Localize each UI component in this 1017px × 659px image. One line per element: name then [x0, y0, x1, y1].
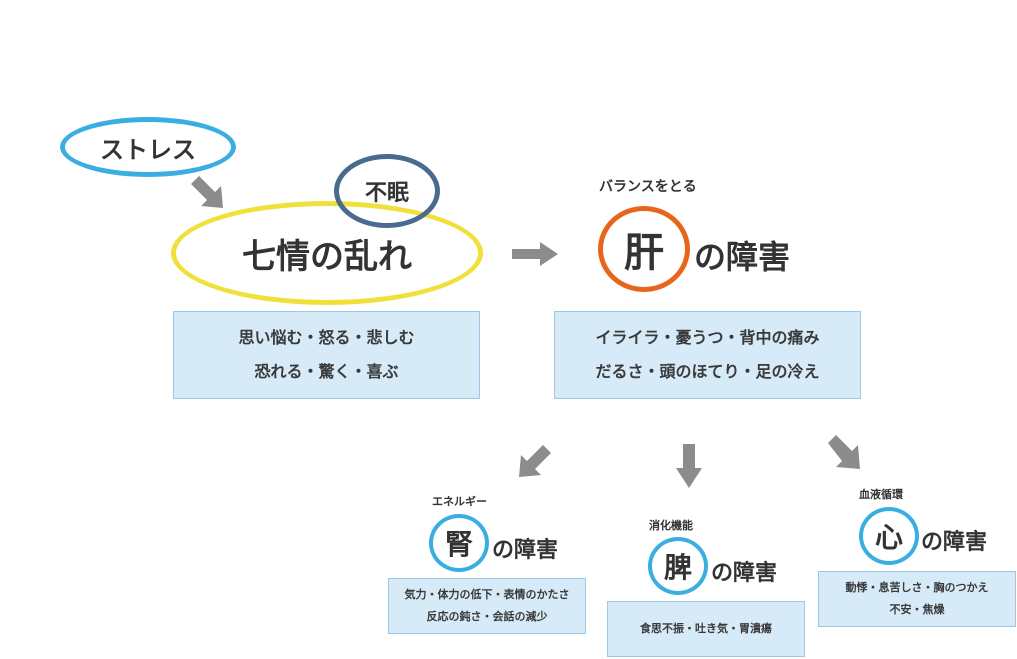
- arrow-to-kidney: [519, 445, 551, 477]
- liver-suffix: の障害: [694, 238, 791, 276]
- spleen-suffix: の障害: [711, 561, 778, 586]
- liver-caption: バランスをとる: [599, 179, 697, 195]
- liver-circle: 肝: [598, 206, 690, 292]
- spleen-char: 脾: [663, 551, 692, 584]
- kidney-symptoms-box: 気力・体力の低下・表情のかたさ 反応の鈍さ・会話の減少: [388, 578, 586, 634]
- kidney-suffix: の障害: [492, 538, 559, 563]
- stress-label: ストレス: [100, 135, 196, 164]
- emotions-line1: 思い悩む・怒る・悲しむ: [238, 328, 415, 347]
- kidney-symptoms-line2: 反応の鈍さ・会話の減少: [426, 610, 548, 623]
- liver-char: 肝: [624, 230, 664, 276]
- kidney-symptoms-line1: 気力・体力の低下・表情のかたさ: [404, 588, 570, 601]
- liver-symptoms-box: イライラ・憂うつ・背中の痛み だるさ・頭のほてり・足の冷え: [554, 311, 861, 399]
- arrow-stress-to-shichijo: [191, 176, 223, 208]
- arrow-to-liver: [512, 242, 558, 266]
- emotions-line2: 恐れる・驚く・喜ぶ: [254, 362, 399, 381]
- spleen-caption: 消化機能: [649, 519, 693, 532]
- kidney-caption: エネルギー: [432, 495, 487, 508]
- spleen-symptoms-line1: 食思不振・吐き気・胃潰瘍: [640, 622, 772, 635]
- arrow-to-spleen: [676, 444, 702, 488]
- spleen-circle: 脾: [648, 537, 708, 595]
- fumin-label: 不眠: [364, 181, 409, 206]
- heart-caption: 血液循環: [859, 488, 903, 501]
- spleen-symptoms-box: 食思不振・吐き気・胃潰瘍: [607, 601, 805, 657]
- arrow-to-heart: [828, 435, 860, 469]
- shichijo-oval: 七情の乱れ: [171, 201, 483, 305]
- liver-symptoms-line2: だるさ・頭のほてり・足の冷え: [595, 362, 820, 381]
- emotions-box: 思い悩む・怒る・悲しむ 恐れる・驚く・喜ぶ: [173, 311, 480, 399]
- heart-suffix: の障害: [921, 530, 988, 555]
- liver-symptoms-line1: イライラ・憂うつ・背中の痛み: [595, 328, 820, 347]
- kidney-char: 腎: [444, 528, 473, 561]
- heart-symptoms-line2: 不安・焦燥: [889, 603, 945, 616]
- heart-symptoms-line1: 動悸・息苦しさ・胸のつかえ: [845, 581, 989, 594]
- shichijo-label: 七情の乱れ: [242, 236, 412, 277]
- kidney-circle: 腎: [429, 514, 489, 572]
- heart-circle: 心: [859, 507, 919, 565]
- fumin-oval: 不眠: [334, 154, 440, 228]
- heart-char: 心: [874, 521, 903, 554]
- heart-symptoms-box: 動悸・息苦しさ・胸のつかえ 不安・焦燥: [818, 571, 1016, 627]
- stress-oval: ストレス: [60, 117, 236, 177]
